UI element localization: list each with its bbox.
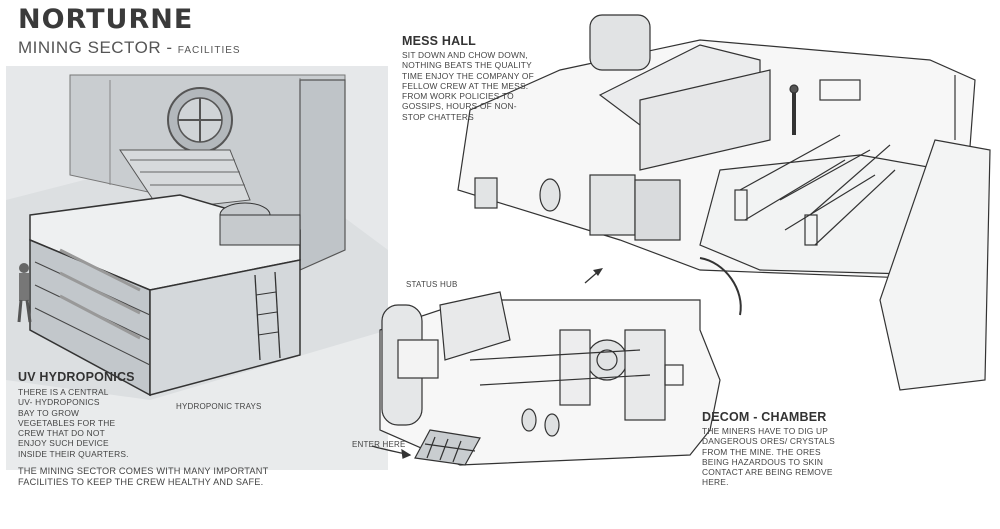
mess-hall-line: NOTHING BEATS THE QUALITY [402,60,532,71]
mess-hall-sketch [457,14,991,391]
decom-chamber-heading: DECOM - CHAMBER [702,410,827,424]
footer-caption: THE MINING SECTOR COMES WITH MANY IMPORT… [18,466,308,488]
mess-hall-heading: MESS HALL [402,34,477,48]
page-title: NORTURNE [18,4,194,35]
subtitle-small: FACILITIES [177,45,241,56]
hydroponics-heading: UV HYDROPONICS [18,370,135,384]
decom-line: DANGEROUS ORES/ CRYSTALS [702,436,835,447]
mess-hall-line: SIT DOWN AND CHOW DOWN, [402,50,528,60]
mess-hall-description: SIT DOWN AND CHOW DOWN, NOTHING BEATS TH… [402,50,602,122]
page-subtitle: MINING SECTOR - FACILITIES [18,38,241,58]
hydroponics-line: CREW THAT DO NOT [18,428,105,439]
hydroponic-trays-label: HYDROPONIC TRAYS [176,402,262,411]
hydroponics-line: BAY TO GROW [18,407,80,418]
mess-hall-line: GOSSIPS, HOURS OF NON- [402,101,517,112]
footer-line: THE MINING SECTOR COMES WITH MANY IMPORT… [18,466,269,476]
subtitle-main: MINING SECTOR - [18,38,173,57]
mess-hall-line: STOP CHATTERS [402,111,474,122]
decom-line: FROM THE MINE. THE ORES [702,446,821,457]
mess-hall-line: FROM WORK POLICIES TO [402,91,514,102]
hydroponics-line: INSIDE THEIR QUARTERS. [18,448,129,459]
hydroponics-line: UV- HYDROPONICS [18,397,100,408]
decom-line: THE MINERS HAVE TO DIG UP [702,426,828,436]
decom-line: CONTACT ARE BEING REMOVE [702,467,833,478]
mess-hall-line: FELLOW CREW AT THE MESS. [402,80,529,91]
hydroponics-line: VEGETABLES FOR THE [18,417,116,428]
footer-line: FACILITIES TO KEEP THE CREW HEALTHY AND … [18,477,264,487]
status-hub-label: STATUS HUB [406,280,458,289]
hydroponics-description: THERE IS A CENTRAL UV- HYDROPONICS BAY T… [18,387,168,459]
mess-hall-line: TIME ENJOY THE COMPANY OF [402,70,534,81]
hydroponics-line: THERE IS A CENTRAL [18,387,109,397]
enter-here-label: ENTER HERE [352,440,406,449]
decom-line: HERE. [702,477,729,488]
arrow-head-icon [593,268,603,276]
decom-chamber-description: THE MINERS HAVE TO DIG UP DANGEROUS ORES… [702,426,872,488]
hydroponics-bay-sketch [6,66,388,470]
decom-chamber-sketch [371,291,721,466]
decom-line: BEING HAZARDOUS TO SKIN [702,456,824,467]
hydroponics-line: ENJOY SUCH DEVICE [18,438,109,449]
